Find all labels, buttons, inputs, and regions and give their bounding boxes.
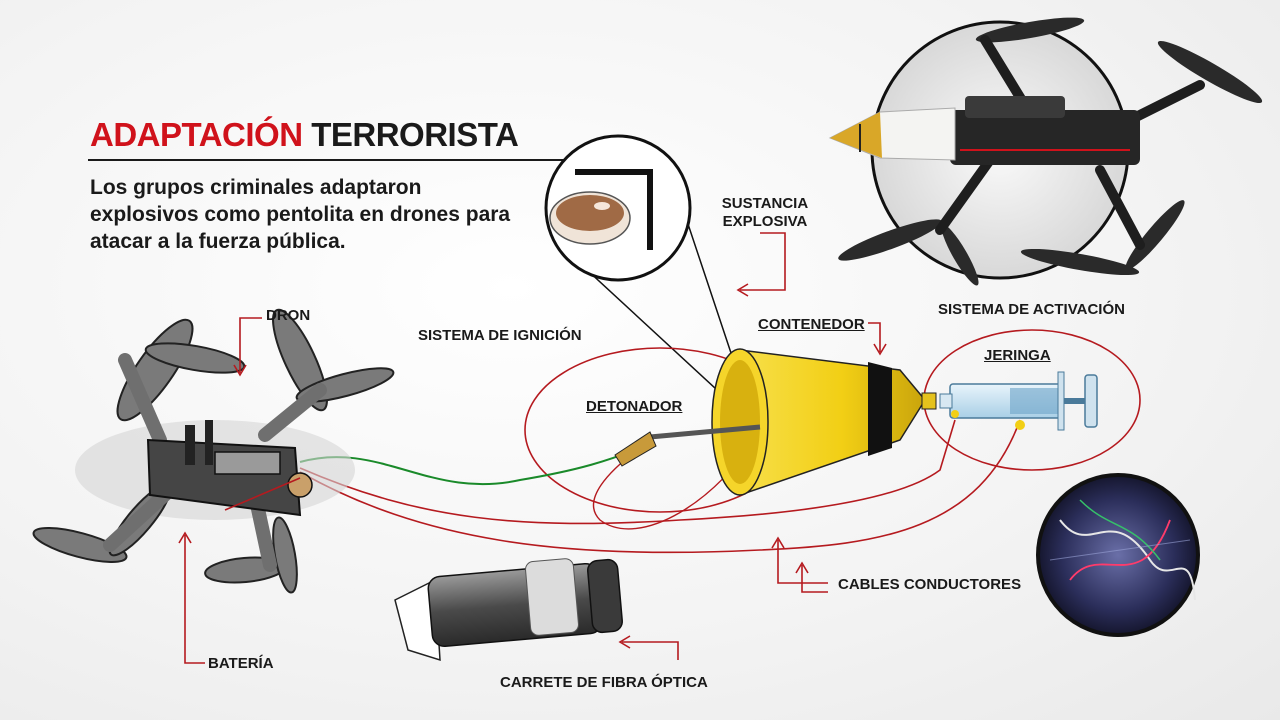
label-sistema-activacion: SISTEMA DE ACTIVACIÓN [938,301,1125,318]
title-accent: ADAPTACIÓN [90,116,303,153]
detonator [614,424,761,467]
title-rest: TERRORISTA [311,116,519,153]
label-cables-conductores: CABLES CONDUCTORES [838,576,1022,593]
label-bateria: BATERÍA [208,655,274,672]
label-sustancia-explosiva: SUSTANCIA EXPLOSIVA [720,195,810,231]
page-subtitle: Los grupos criminales adaptaron explosiv… [90,176,511,253]
callout-arrows [178,232,887,664]
cartoon-drone [32,308,395,594]
label-jeringa: JERINGA [984,347,1051,364]
cables [299,419,1021,554]
zoom-inset [544,134,756,426]
container-cone [711,348,937,497]
drone-photo-circle [828,17,1263,286]
real-drone-propellers [838,17,1263,286]
drone-arms [103,353,327,572]
syringe [939,371,1098,431]
label-detonador: DETONADOR [586,398,683,415]
label-sustancia-line2: EXPLOSIVA [722,213,808,230]
real-drone-body [950,96,1140,165]
label-sustancia-line1: SUSTANCIA [721,195,809,212]
real-drone-payload [828,107,956,161]
drone-body [146,420,313,517]
label-carrete: CARRETE DE FIBRA ÓPTICA [500,674,708,691]
cables-photo-circle [1036,473,1200,637]
label-sistema-ignicion: SISTEMA DE IGNICIÓN [418,327,582,344]
fiber-optic-reel [394,558,623,662]
label-dron: DRON [266,307,311,324]
page-title: ADAPTACIÓN TERRORISTA [90,116,519,154]
label-contenedor: CONTENEDOR [758,316,865,333]
